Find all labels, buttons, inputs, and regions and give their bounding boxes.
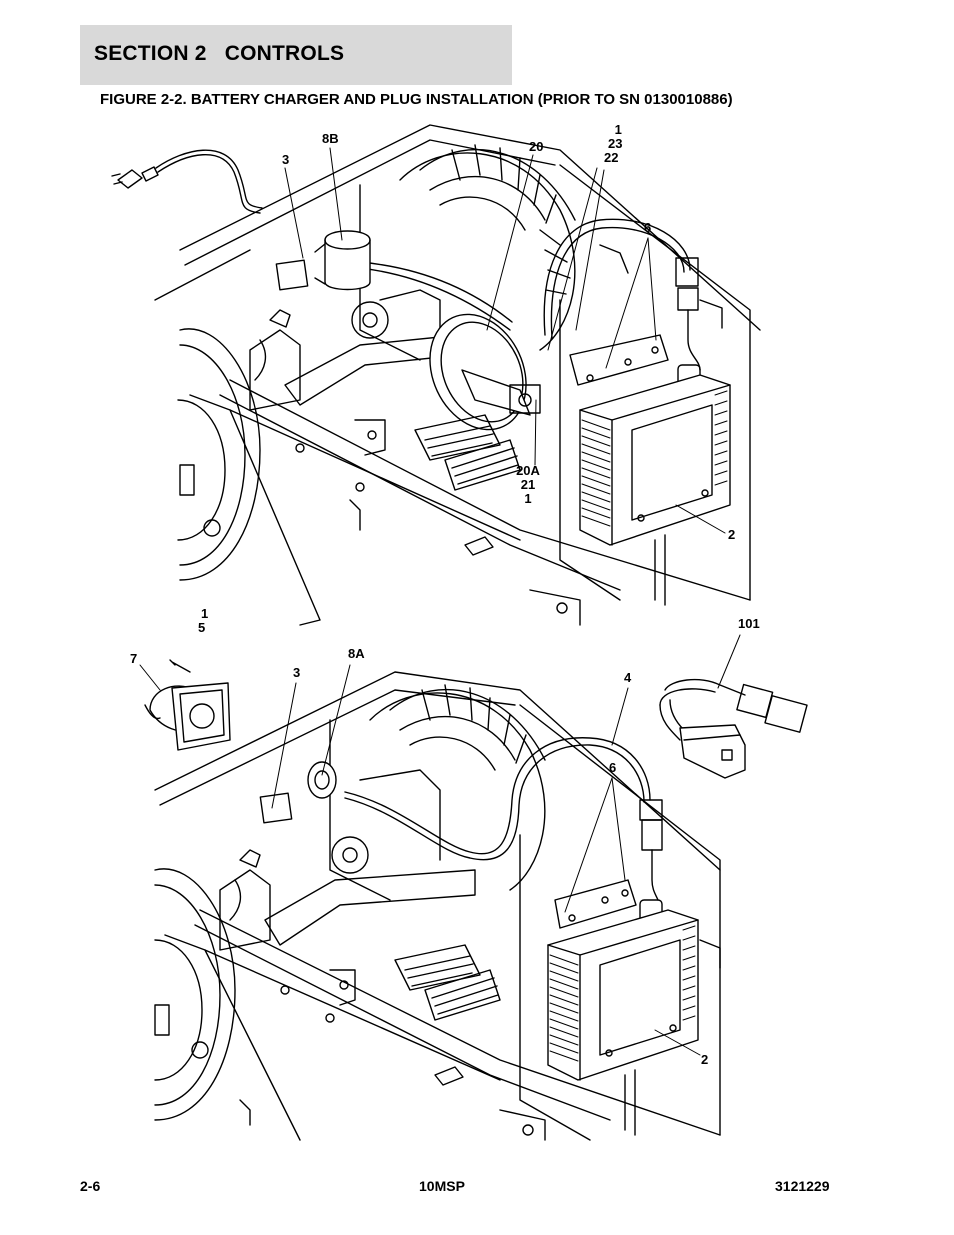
top-assembly-drawing <box>111 124 761 626</box>
callout-3-top: 3 <box>282 152 290 167</box>
callout-2-top: 2 <box>728 527 736 542</box>
callout-5: 5 <box>198 620 206 635</box>
callout-1-mid: 1 <box>524 491 532 506</box>
callout-1-top-line: 1 <box>614 122 622 137</box>
callout-2-bottom: 2 <box>701 1052 709 1067</box>
callout-101: 101 <box>738 616 760 631</box>
callout-3-bottom: 3 <box>293 665 301 680</box>
callout-4: 4 <box>624 670 632 685</box>
callout-1-5: 1 5 <box>195 607 208 635</box>
callout-6-bottom: 6 <box>609 760 617 775</box>
callout-1-23-22: 1 23 22 <box>600 123 622 165</box>
callout-23: 23 <box>608 136 623 151</box>
callout-7: 7 <box>130 651 138 666</box>
callout-20a: 20A <box>516 463 540 478</box>
section-title: SECTION 2 CONTROLS <box>94 42 345 65</box>
callout-22: 22 <box>604 150 619 165</box>
callout-1-bottom: 1 <box>201 606 209 621</box>
callout-8b: 8B <box>322 131 339 146</box>
bottom-leader-lines <box>139 634 741 1056</box>
callout-21: 21 <box>520 477 536 492</box>
callout-8a: 8A <box>348 646 365 661</box>
section-banner <box>80 25 512 85</box>
figure-caption: FIGURE 2-2. BATTERY CHARGER AND PLUG INS… <box>100 91 733 108</box>
footer-page-number: 2-6 <box>80 1178 101 1194</box>
callout-6-top: 6 <box>644 220 652 235</box>
footer-model: 10MSP <box>419 1178 465 1194</box>
bottom-assembly-drawing <box>144 659 808 1141</box>
top-leader-lines <box>284 147 726 534</box>
footer-manual-number: 3121229 <box>775 1178 830 1194</box>
callout-20a-21-1: 20A 21 1 <box>513 464 543 506</box>
callout-20: 20 <box>529 139 544 154</box>
